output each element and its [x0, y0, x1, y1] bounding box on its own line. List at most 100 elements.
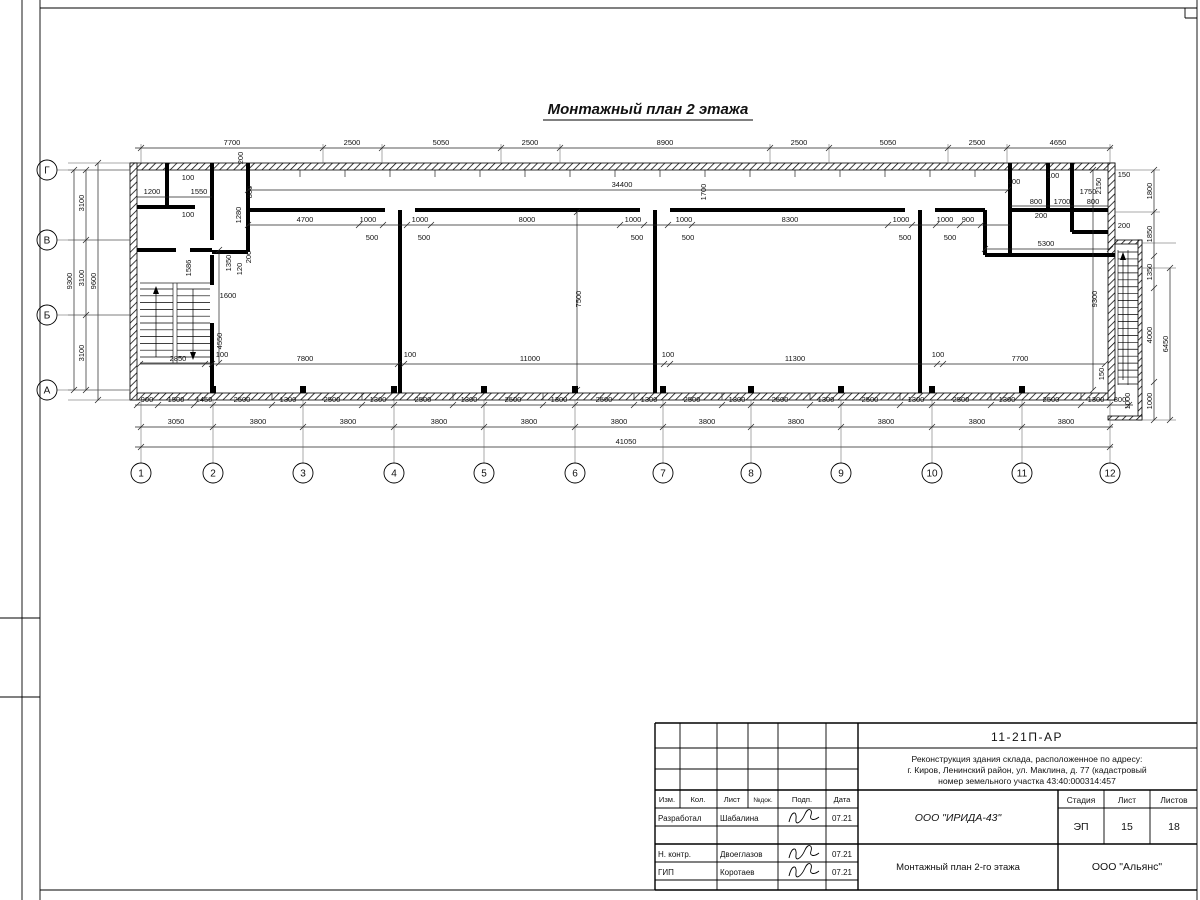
dim-label: 3800 [1058, 417, 1075, 426]
dim-tick [137, 144, 145, 152]
sign-name-3: Коротаев [720, 868, 755, 877]
dim-label: 100 [404, 350, 417, 359]
dim-tick [956, 221, 964, 229]
dim-tick [928, 423, 936, 431]
signature-3 [788, 863, 820, 878]
dim-label: 9300 [65, 273, 74, 290]
dim-tick [664, 221, 672, 229]
dim-tick [908, 221, 916, 229]
dim-label: 150 [1118, 170, 1131, 179]
axis-label: 4 [391, 469, 397, 480]
column-mark [1019, 386, 1025, 393]
col-header-ndok: №док. [753, 797, 772, 804]
axis-label: 12 [1104, 469, 1116, 480]
dim-label: 1300 [280, 395, 297, 404]
sign-date-2: 07.21 [832, 850, 853, 859]
dim-label: 11000 [520, 354, 540, 363]
axis-label: А [44, 386, 51, 397]
dim-tick [1106, 245, 1114, 253]
dim-label: 1450 [196, 395, 213, 404]
dim-tick [319, 144, 327, 152]
project-desc-line3: номер земельного участка 43:40:000314:45… [938, 776, 1116, 786]
dim-tick [154, 401, 162, 409]
dim-label: 2500 [862, 395, 879, 404]
dim-tick [82, 311, 90, 319]
dim-tick [837, 423, 845, 431]
dim-label: 9600 [89, 273, 98, 290]
dim-label: 7800 [297, 354, 314, 363]
title-block: 11-21П-АР Реконструкция здания склада, р… [654, 722, 1197, 891]
dim-label: 1280 [234, 207, 243, 224]
dim-tick [1077, 401, 1085, 409]
dim-tick [896, 401, 904, 409]
dim-tick [977, 221, 985, 229]
stairs-right [1117, 250, 1139, 385]
column-mark [572, 386, 578, 393]
list-value: 15 [1121, 821, 1133, 833]
dim-tick [394, 360, 402, 368]
dim-tick [1106, 401, 1114, 409]
dim-tick [806, 401, 814, 409]
dim-label: 8900 [657, 138, 674, 147]
dim-tick [137, 443, 145, 451]
dim-label: 200 [1118, 221, 1131, 230]
dim-tick [133, 401, 141, 409]
dim-tick [268, 401, 276, 409]
dim-tick [1166, 264, 1174, 272]
dim-tick [358, 401, 366, 409]
sign-name-1: Шабалина [720, 814, 759, 823]
column-mark [481, 386, 487, 393]
dim-label: 1200 [144, 187, 161, 196]
sign-role-2: Н. контр. [658, 850, 691, 859]
dim-label: 1000 [625, 215, 642, 224]
dim-tick [666, 360, 674, 368]
col-header-izm: Изм. [659, 795, 675, 804]
dim-label: 1300 [999, 395, 1016, 404]
company-name: ООО "Альянс" [1092, 861, 1162, 873]
stage-value: ЭП [1073, 821, 1088, 833]
axis-bubble [383, 462, 405, 484]
dim-label: 100 [932, 350, 945, 359]
dim-label: 34400 [612, 180, 633, 189]
dim-label: 2500 [969, 138, 986, 147]
dim-label: 3100 [77, 270, 86, 287]
dim-label: 200 [1035, 211, 1048, 220]
dim-tick [201, 360, 209, 368]
dim-label: 3800 [250, 417, 267, 426]
list-label: Лист [1118, 795, 1136, 805]
dim-label: 7500 [574, 291, 583, 308]
dim-label: 900 [141, 395, 154, 404]
dim-label: 1750 [1080, 187, 1097, 196]
axis-bubble [1099, 462, 1121, 484]
dim-tick [70, 166, 78, 174]
axis-bubble [36, 159, 58, 181]
dim-tick [355, 221, 363, 229]
dim-label: 1000 [1123, 393, 1132, 410]
dim-tick [718, 401, 726, 409]
lists-label: Листов [1160, 795, 1188, 805]
axis-label: 9 [838, 469, 844, 480]
dim-label: 7700 [224, 138, 241, 147]
dim-label: 2500 [684, 395, 701, 404]
axis-bubble [1011, 462, 1033, 484]
dim-label: 1350 [1145, 264, 1154, 281]
dim-label: 1300 [1088, 395, 1105, 404]
axis-label: 8 [748, 469, 754, 480]
dim-label: 500 [366, 233, 379, 242]
dim-tick [390, 423, 398, 431]
dim-tick [630, 401, 638, 409]
axis-bubble [36, 304, 58, 326]
dim-tick [209, 401, 217, 409]
dim-label: 500 [899, 233, 912, 242]
dim-label: 3800 [340, 417, 357, 426]
column-mark [210, 386, 216, 393]
axis-bubble [473, 462, 495, 484]
dim-tick [1150, 166, 1158, 174]
dim-label: 2500 [234, 395, 251, 404]
dim-label: 800 [245, 186, 254, 199]
stair-arrow [1120, 252, 1126, 260]
dim-label: 2150 [1094, 178, 1103, 195]
dim-label: 1300 [908, 395, 925, 404]
dim-tick [403, 221, 411, 229]
